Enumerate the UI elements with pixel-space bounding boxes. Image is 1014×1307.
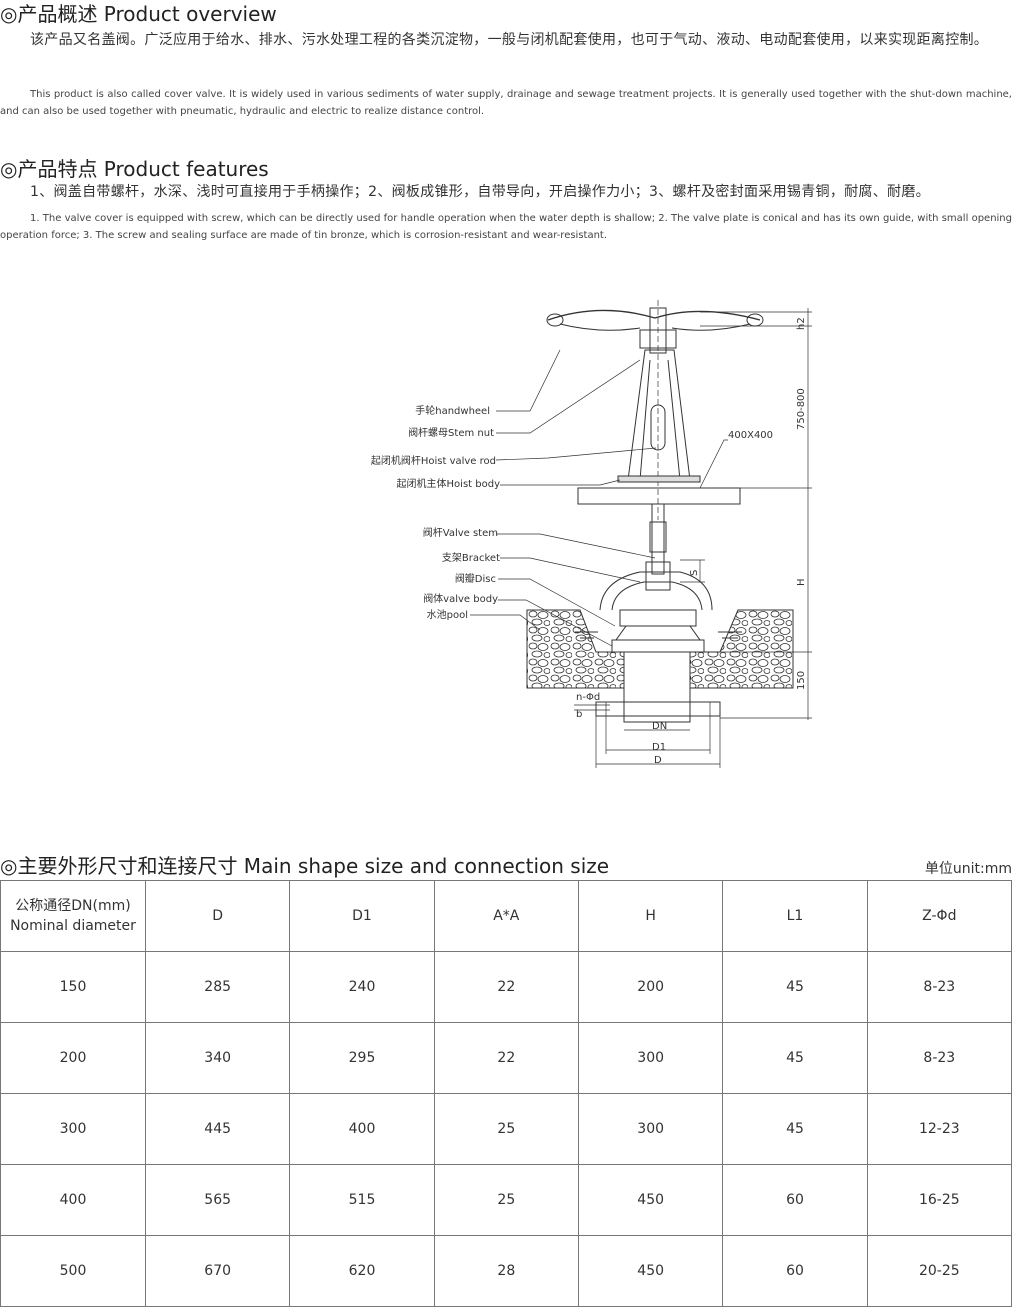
table-cell: 200 [0,1022,146,1094]
table-cell: 20-25 [866,1235,1013,1307]
header-nominal-diameter: 公称通径DN(mm) Nominal diameter [0,880,146,952]
overview-title: ◎产品概述 Product overview [0,2,277,26]
dim-d1: D1 [652,742,666,753]
table-cell: 200 [577,951,724,1023]
dim-d: D [654,755,662,766]
table-cell: 45 [722,1022,868,1094]
table-cell: 8-23 [866,951,1013,1023]
dim-s: S [689,570,700,576]
table-cell: 565 [144,1164,291,1236]
table-title: ◎主要外形尺寸和连接尺寸 Main shape size and connect… [0,854,610,878]
table-cell: 400 [289,1093,435,1165]
header-z-phid: Z-Φd [866,880,1013,952]
table-cell: 300 [577,1093,724,1165]
table-cell: 240 [289,951,435,1023]
table-cell: 22 [433,951,579,1023]
table-cell: 445 [144,1093,291,1165]
size-table: 公称通径DN(mm) Nominal diameter D D1 A*A H L… [0,880,1013,1307]
overview-text-zh: 该产品又名盖阀。广泛应用于给水、排水、污水处理工程的各类沉淀物，一般与闭机配套使… [30,32,989,48]
header-d: D [144,880,291,952]
dim-h: H [796,578,807,586]
header-d1: D1 [289,880,435,952]
table-cell: 300 [0,1093,146,1165]
table-row: 400 565 515 25 450 60 16-25 [0,1164,1013,1236]
features-text-zh: 1、阀盖自带螺杆，水深、浅时可直接用于手柄操作；2、阀板成锥形，自带导向，开启操… [30,184,930,200]
overview-text-en: This product is also called cover valve.… [0,89,1012,117]
dim-h2: h2 [796,317,807,330]
table-cell: 22 [433,1022,579,1094]
table-cell: 150 [0,951,146,1023]
header-axa: A*A [433,880,579,952]
table-cell: 300 [577,1022,724,1094]
header-l1: L1 [722,880,868,952]
table-cell: 25 [433,1093,579,1165]
table-header-row: 公称通径DN(mm) Nominal diameter D D1 A*A H L… [0,880,1013,952]
valve-technical-drawing: 手轮handwheel 阀杆螺母Stem nut 起闭机阀杆Hoist valv… [371,300,812,768]
table-cell: 450 [577,1164,724,1236]
table-cell: 340 [144,1022,291,1094]
table-cell: 60 [722,1235,868,1307]
table-cell: 515 [289,1164,435,1236]
table-cell: 45 [722,951,868,1023]
dim-height-range: 750-800 [796,388,807,430]
label-disc: 阀瓣Disc [455,572,496,585]
dim-150: 150 [796,671,807,690]
table-cell: 450 [577,1235,724,1307]
dim-nd: n-Φd [576,692,600,703]
table-cell: 500 [0,1235,146,1307]
table-row: 200 340 295 22 300 45 8-23 [0,1022,1013,1094]
unit-label: 单位unit:mm [924,861,1012,877]
table-cell: 12-23 [866,1093,1013,1165]
table-cell: 670 [144,1235,291,1307]
label-hoist-body: 起闭机主体Hoist body [397,477,501,490]
header-nominal-zh: 公称通径DN(mm) [15,898,131,914]
dim-size: 400X400 [728,430,773,441]
table-cell: 8-23 [866,1022,1013,1094]
label-hoist-rod: 起闭机阀杆Hoist valve rod [371,454,496,467]
label-handwheel: 手轮handwheel [415,404,490,417]
table-row: 500 670 620 28 450 60 20-25 [0,1235,1013,1307]
table-row: 150 285 240 22 200 45 8-23 [0,951,1013,1023]
table-cell: 400 [0,1164,146,1236]
header-h: H [577,880,724,952]
label-bracket: 支架Bracket [442,552,500,564]
features-text-en: 1. The valve cover is equipped with scre… [0,213,1012,241]
header-nominal-en: Nominal diameter [10,918,136,934]
dim-dn: DN [652,721,667,732]
table-cell: 16-25 [866,1164,1013,1236]
label-valve-stem: 阀杆Valve stem [423,526,498,539]
table-cell: 285 [144,951,291,1023]
dim-b: b [576,709,582,720]
table-cell: 25 [433,1164,579,1236]
table-cell: 45 [722,1093,868,1165]
features-title: ◎产品特点 Product features [0,157,269,181]
label-valve-body: 阀体valve body [423,592,498,605]
table-cell: 60 [722,1164,868,1236]
label-stem-nut: 阀杆螺母Stem nut [408,426,494,439]
table-row: 300 445 400 25 300 45 12-23 [0,1093,1013,1165]
table-cell: 28 [433,1235,579,1307]
table-cell: 620 [289,1235,435,1307]
table-cell: 295 [289,1022,435,1094]
label-pool: 水池pool [427,608,468,621]
